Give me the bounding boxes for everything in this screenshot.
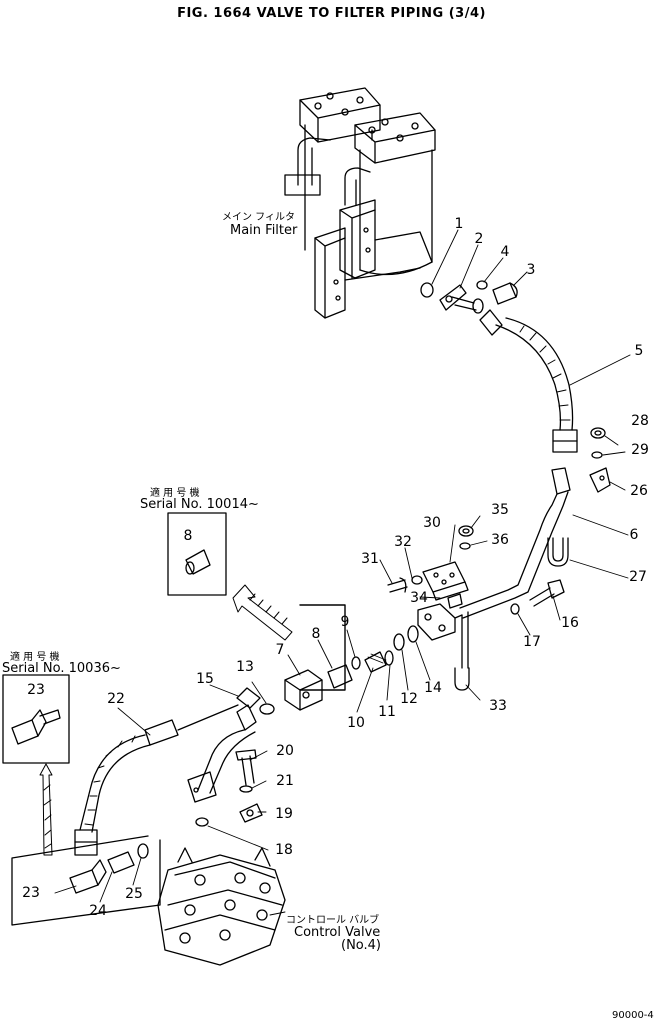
part-number-36: 36 [491,532,509,548]
hatched-arrow-1 [232,584,293,641]
part-number-3: 3 [526,262,536,278]
part-number-29: 29 [631,442,649,458]
part-number-13: 13 [236,659,254,675]
inset-part-number-23: 23 [27,682,45,698]
connector-series [259,604,419,715]
part-number-19: 19 [275,806,293,822]
figure-title: FIG. 1664 VALVE TO FILTER PIPING (3/4) [177,6,486,21]
part-number-31: 31 [361,551,379,567]
control-valve-drawing [157,847,286,966]
part-number-35: 35 [491,502,509,518]
part-number-9: 9 [340,614,350,630]
part-number-25: 25 [125,886,143,902]
parts-28-29-26 [589,427,611,493]
part-number-4: 4 [500,244,510,260]
control-valve-label-jp: コントロール バルブ [286,915,380,926]
pipe-6 [459,467,571,619]
elbow-pipe [187,687,263,827]
inset-part-number-8: 8 [183,528,193,544]
part-number-21: 21 [276,773,294,789]
part-number-10: 10 [347,715,365,731]
hose-5 [479,309,578,453]
part-number-32: 32 [394,534,412,550]
part-number-17: 17 [523,634,541,650]
part-number-26: 26 [630,483,648,499]
control-valve-number: (No.4) [341,938,381,953]
part-number-24: 24 [89,903,107,919]
part-number-28: 28 [631,413,649,429]
leader-lines [54,229,631,916]
serial-label-1-jp: 適 用 号 機 [150,488,200,499]
part-number-14: 14 [424,680,442,696]
main-filter-drawing [284,87,436,319]
corner-code: 90000-4 [612,1010,654,1021]
part-number-6: 6 [629,527,639,543]
serial-label-2: Serial No. 10036~ [2,661,121,676]
part-number-34: 34 [410,590,428,606]
part-number-23: 23 [22,885,40,901]
control-valve-label: Control Valve [294,925,381,940]
bottom-inset [11,835,161,926]
part-number-8: 8 [311,626,321,642]
inset-box-1 [167,512,227,596]
part-number-33: 33 [489,698,507,714]
part-number-1: 1 [454,216,464,232]
filter-outlet-parts [420,280,518,314]
hose-22 [74,704,239,856]
part-number-20: 20 [276,743,294,759]
part-number-11: 11 [378,704,396,720]
part-number-27: 27 [629,569,647,585]
main-filter-label: Main Filter [230,223,298,238]
part-number-16: 16 [561,615,579,631]
main-filter-label-jp: メイン フィルタ [222,212,295,223]
u-bolt-27 [547,537,569,567]
inset-box-2 [2,674,70,764]
part-number-15: 15 [196,671,214,687]
bolt-16-17 [510,579,565,615]
part-number-22: 22 [107,691,125,707]
part-number-18: 18 [275,842,293,858]
part-number-30: 30 [423,515,441,531]
part-number-12: 12 [400,691,418,707]
serial-label-2-jp: 適 用 号 機 [10,652,60,663]
serial-label-1: Serial No. 10014~ [140,497,259,512]
part-number-2: 2 [474,231,484,247]
hatched-arrow-2 [39,763,53,856]
clamp-bracket [387,525,474,691]
part-number-7: 7 [275,642,285,658]
part-number-5: 5 [634,343,644,359]
